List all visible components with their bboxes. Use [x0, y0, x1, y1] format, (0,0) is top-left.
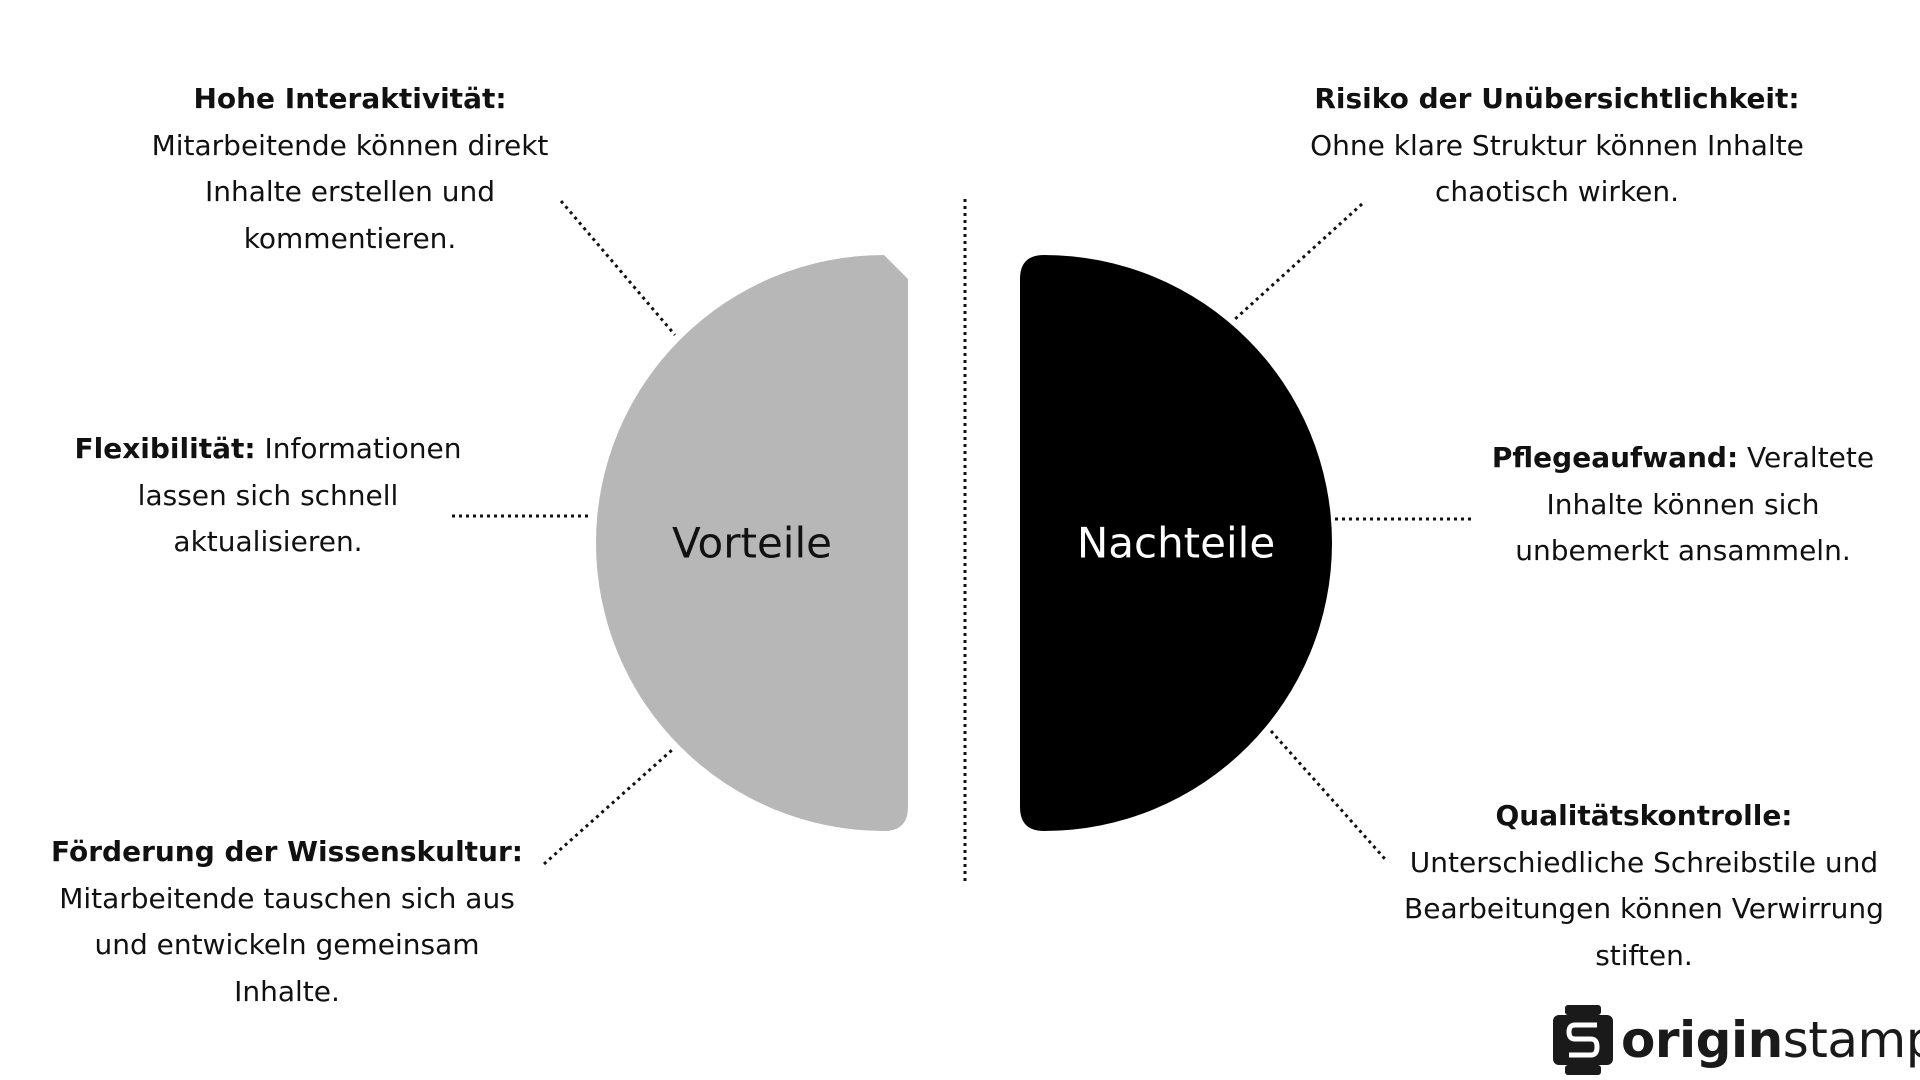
advantage-knowledge-culture: Förderung der Wissenskultur: Mitarbeiten…	[51, 829, 523, 1015]
connector-line	[1269, 730, 1387, 860]
logo-text: originstamp	[1621, 1011, 1920, 1069]
item-line: aktualisieren.	[173, 525, 363, 558]
connector-line	[1232, 202, 1364, 322]
disadvantage-clutter: Risiko der Unübersichtlichkeit: Ohne kla…	[1310, 76, 1804, 216]
nachteile-label: Nachteile	[1076, 518, 1276, 568]
item-line: Mitarbeitende tauschen sich aus	[59, 881, 515, 915]
originstamp-logo-icon	[1553, 1005, 1613, 1075]
item-line: chaotisch wirken.	[1434, 175, 1680, 208]
disadvantage-quality-control: Qualitätskontrolle: Unterschiedliche Sch…	[1404, 793, 1884, 979]
originstamp-logo: originstamp	[1553, 1005, 1920, 1075]
connector-line	[559, 200, 677, 336]
nachteile-half-disc	[1020, 255, 1332, 831]
item-line: Inhalte erstellen und	[204, 175, 496, 208]
item-line: kommentieren.	[243, 221, 457, 255]
item-title-suffix: Informationen	[255, 432, 462, 465]
item-line: Mitarbeitende können direkt	[151, 128, 549, 162]
item-line: Ohne klare Struktur können Inhalte	[1310, 128, 1804, 162]
item-line: Unterschiedliche Schreibstile und	[1409, 845, 1879, 879]
advantage-flexibility: Flexibilität: Informationen lassen sich …	[74, 426, 461, 566]
connector-line	[543, 748, 673, 866]
item-title: Hohe Interaktivität:	[193, 82, 507, 115]
item-line: Inhalte können sich	[1546, 487, 1820, 521]
item-title: Flexibilität:	[74, 432, 256, 465]
item-title: Förderung der Wissenskultur:	[50, 835, 524, 868]
item-title: Risiko der Unübersichtlichkeit:	[1314, 82, 1800, 115]
item-line: und entwickeln gemeinsam	[94, 928, 480, 961]
item-line: Bearbeitungen können Verwirrung	[1404, 892, 1884, 925]
item-line: lassen sich schnell	[137, 478, 399, 512]
item-title: Pflegeaufwand:	[1491, 441, 1739, 474]
item-title-suffix: Veraltete	[1738, 441, 1875, 474]
vorteile-half-disc	[596, 255, 908, 831]
item-title: Qualitätskontrolle:	[1495, 799, 1793, 832]
disadvantage-maintenance: Pflegeaufwand: Veraltete Inhalte können …	[1492, 435, 1874, 575]
advantage-interactivity: Hohe Interaktivität: Mitarbeitende könne…	[152, 76, 549, 262]
item-line: Inhalte.	[234, 974, 340, 1008]
vorteile-label: Vorteile	[672, 518, 832, 568]
item-line: unbemerkt ansammeln.	[1515, 534, 1851, 567]
item-line: stiften.	[1595, 938, 1693, 972]
